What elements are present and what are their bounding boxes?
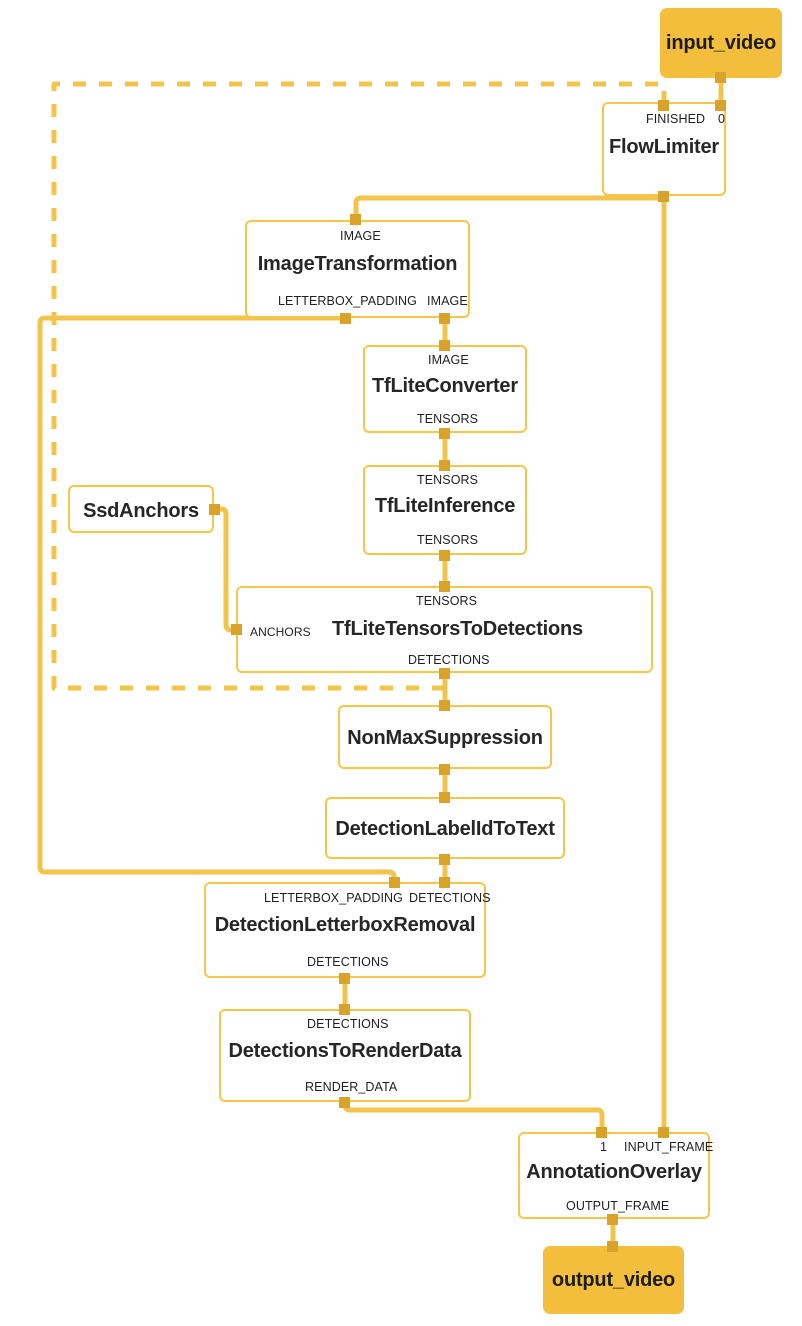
edge-letterbox-to-detectionletterboxremoval <box>37 315 397 890</box>
port-flowlimiter-in-finished[interactable] <box>658 100 669 111</box>
node-detections-to-render-data-title: DetectionsToRenderData <box>228 1040 462 1062</box>
node-image-transformation[interactable]: IMAGE ImageTransformation LETTERBOX_PADD… <box>245 220 470 318</box>
port-labelidtotext-in[interactable] <box>439 792 450 803</box>
port-label-ttd-in-tensors: TENSORS <box>416 594 478 608</box>
port-label-ao-in-input-frame: INPUT_FRAME <box>624 1140 714 1154</box>
node-annotation-overlay[interactable]: 1 INPUT_FRAME AnnotationOverlay OUTPUT_F… <box>518 1132 714 1219</box>
node-flow-limiter[interactable]: FINISHED 0 FlowLimiter <box>602 102 726 196</box>
node-output-video[interactable]: output_video <box>543 1246 684 1314</box>
node-detection-label-id-to-text[interactable]: DetectionLabelIdToText <box>325 797 565 859</box>
port-dlr-in-letterbox[interactable] <box>389 877 400 888</box>
port-label-imagetransformation-out-image: IMAGE <box>427 294 468 308</box>
node-detection-letterbox-removal[interactable]: LETTERBOX_PADDING DETECTIONS DetectionLe… <box>204 882 490 978</box>
node-non-max-suppression-title: NonMaxSuppression <box>347 727 543 749</box>
port-tfliteinference-in-tensors[interactable] <box>439 460 450 471</box>
port-dtrd-out-render-data[interactable] <box>339 1097 350 1108</box>
node-image-transformation-title: ImageTransformation <box>257 253 458 275</box>
port-label-dlr-in-letterbox: LETTERBOX_PADDING <box>264 891 403 905</box>
port-label-tfliteconverter-in-image: IMAGE <box>428 353 469 367</box>
edge-ssdanchors-to-tensorstodetections <box>214 506 240 633</box>
port-ao-out-output-frame[interactable] <box>607 1214 618 1225</box>
port-flowlimiter-in-0[interactable] <box>715 100 726 111</box>
edge-flowlimiter-to-imagetransformation <box>353 195 664 219</box>
port-label-dlr-in-detections: DETECTIONS <box>409 891 491 905</box>
node-tflite-inference-title: TfLiteInference <box>374 495 516 517</box>
port-label-tfliteinference-in-tensors: TENSORS <box>417 473 479 487</box>
node-detections-to-render-data[interactable]: DETECTIONS DetectionsToRenderData RENDER… <box>219 1009 471 1102</box>
port-label-flowlimiter-0: 0 <box>718 112 726 126</box>
node-annotation-overlay-title: AnnotationOverlay <box>526 1161 702 1183</box>
node-tflite-converter-title: TfLiteConverter <box>372 375 518 397</box>
port-label-tfliteinference-out-tensors: TENSORS <box>417 533 479 547</box>
edge-detections-finished-feedback-dashed <box>51 81 667 691</box>
port-label-ao-in-1: 1 <box>600 1140 608 1154</box>
port-flowlimiter-out[interactable] <box>658 191 669 202</box>
port-dtrd-in-detections[interactable] <box>339 1004 350 1015</box>
port-dlr-in-detections[interactable] <box>439 877 450 888</box>
port-imagetransformation-out-letterbox[interactable] <box>340 313 351 324</box>
port-nms-in[interactable] <box>439 700 450 711</box>
node-tflite-tensors-to-detections-title: TfLiteTensorsToDetections <box>332 618 583 640</box>
port-tfliteinference-out-tensors[interactable] <box>439 550 450 561</box>
node-tflite-converter[interactable]: IMAGE TfLiteConverter TENSORS <box>363 345 527 433</box>
port-ttd-in-anchors[interactable] <box>231 624 242 635</box>
port-dlr-out-detections[interactable] <box>339 973 350 984</box>
port-label-dlr-out-detections: DETECTIONS <box>307 955 389 969</box>
node-detection-letterbox-removal-title: DetectionLetterboxRemoval <box>214 914 476 936</box>
port-outputvideo-in[interactable] <box>607 1241 618 1252</box>
port-label-ao-out-output-frame: OUTPUT_FRAME <box>566 1199 670 1213</box>
edge-renderdata-to-annotationoverlay <box>342 1102 605 1131</box>
port-labelidtotext-out[interactable] <box>439 854 450 865</box>
port-label-ttd-in-anchors: ANCHORS <box>250 625 311 639</box>
node-detection-label-id-to-text-title: DetectionLabelIdToText <box>335 818 555 840</box>
port-label-dtrd-in-detections: DETECTIONS <box>307 1017 389 1031</box>
port-label-flowlimiter-finished: FINISHED <box>646 112 706 126</box>
node-input-video-title: input_video <box>665 32 777 54</box>
node-ssd-anchors[interactable]: SsdAnchors <box>68 485 214 533</box>
port-nms-out[interactable] <box>439 764 450 775</box>
port-ttd-in-tensors[interactable] <box>439 581 450 592</box>
port-label-imagetransformation-out-letterbox: LETTERBOX_PADDING <box>278 294 417 308</box>
port-label-tfliteconverter-out-tensors: TENSORS <box>417 412 479 426</box>
port-tfliteconverter-out-tensors[interactable] <box>439 428 450 439</box>
port-label-imagetransformation-in-image: IMAGE <box>340 229 381 243</box>
node-input-video[interactable]: input_video <box>660 8 782 78</box>
node-tflite-inference[interactable]: TENSORS TfLiteInference TENSORS <box>363 465 527 555</box>
port-input-video-out[interactable] <box>715 72 726 83</box>
port-ttd-out-detections[interactable] <box>439 668 450 679</box>
port-tfliteconverter-in-image[interactable] <box>439 340 450 351</box>
port-ao-in-input-frame[interactable] <box>658 1127 669 1138</box>
port-label-dtrd-out-render-data: RENDER_DATA <box>305 1080 398 1094</box>
node-flow-limiter-title: FlowLimiter <box>608 136 720 158</box>
node-ssd-anchors-title: SsdAnchors <box>83 500 199 522</box>
node-non-max-suppression[interactable]: NonMaxSuppression <box>338 705 552 769</box>
port-ao-in-1[interactable] <box>596 1127 607 1138</box>
port-ssdanchors-out[interactable] <box>209 504 220 515</box>
node-tflite-tensors-to-detections[interactable]: TENSORS ANCHORS TfLiteTensorsToDetection… <box>236 586 653 673</box>
port-imagetransformation-out-image[interactable] <box>439 313 450 324</box>
port-imagetransformation-in-image[interactable] <box>350 214 361 225</box>
node-output-video-title: output_video <box>551 1269 676 1291</box>
port-label-ttd-out-detections: DETECTIONS <box>408 653 490 667</box>
